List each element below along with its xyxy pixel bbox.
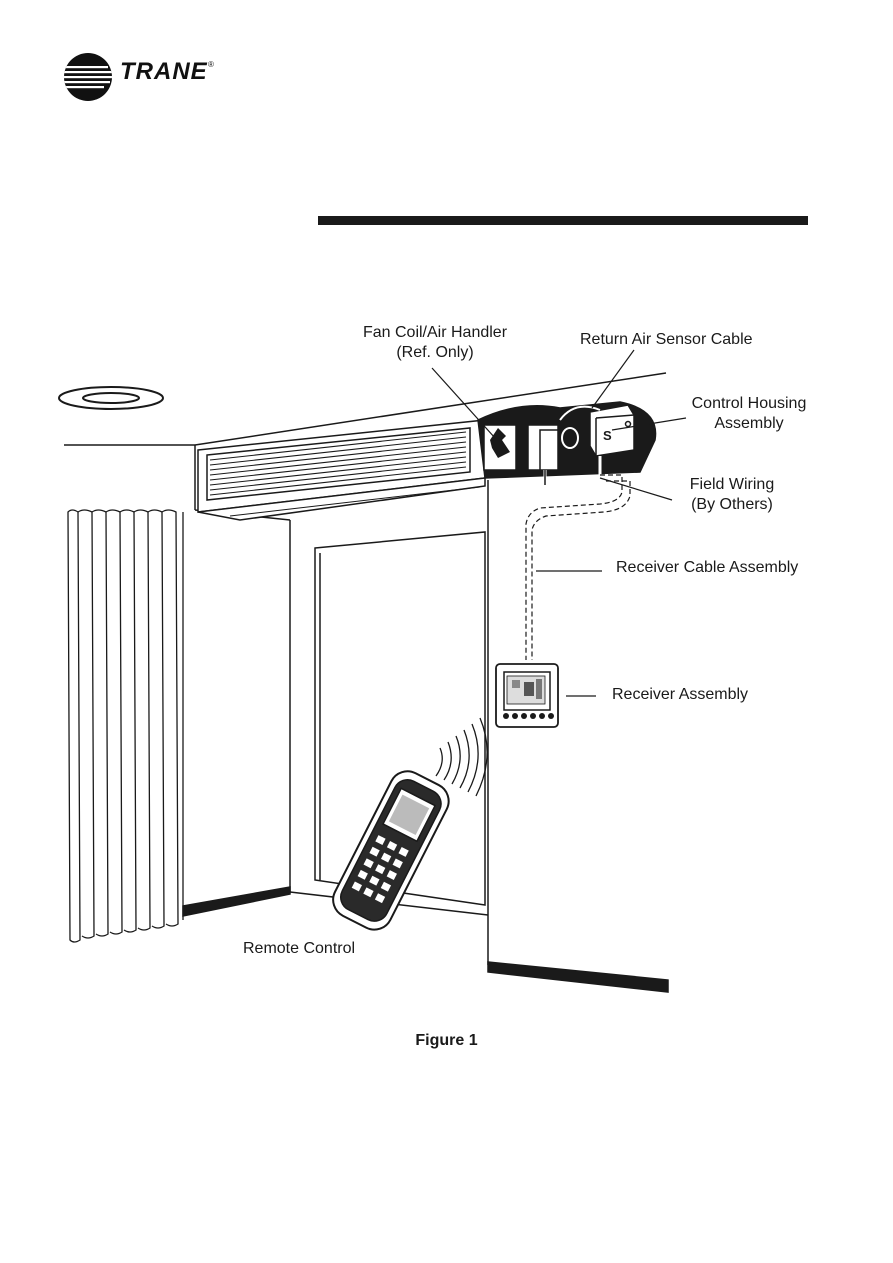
- label-field-wiring-line1: Field Wiring: [689, 476, 775, 493]
- label-fan-coil: Fan Coil/Air Handler (Ref. Only): [345, 323, 525, 363]
- sensor-letter: S: [603, 428, 612, 443]
- label-remote-control: Remote Control: [243, 940, 356, 957]
- fan-coil-unit: [197, 419, 486, 521]
- label-control-housing-line2: Assembly: [714, 415, 784, 432]
- registered-mark: ®: [208, 60, 214, 69]
- header-rule: [318, 216, 808, 225]
- label-fan-coil-line1: Fan Coil/Air Handler: [362, 324, 508, 341]
- receiver-cable: [525, 474, 631, 660]
- label-field-wiring-line2: (By Others): [691, 496, 773, 513]
- label-control-housing: Control Housing Assembly: [684, 394, 814, 434]
- brand-name: TRANE: [120, 58, 208, 85]
- control-housing: [589, 404, 635, 457]
- figure-caption: Figure 1: [415, 1032, 478, 1049]
- signal-waves-icon: [435, 717, 488, 797]
- label-return-air-sensor-cable: Return Air Sensor Cable: [580, 331, 753, 348]
- remote-control: [332, 770, 450, 931]
- trane-logo: TRANE ®: [62, 52, 222, 102]
- label-fan-coil-line2: (Ref. Only): [396, 344, 474, 361]
- label-receiver-cable-assembly: Receiver Cable Assembly: [616, 559, 799, 576]
- receiver-assembly: [495, 663, 559, 728]
- label-control-housing-line1: Control Housing: [691, 395, 807, 412]
- label-receiver-assembly: Receiver Assembly: [612, 686, 749, 703]
- curtains: [67, 509, 184, 943]
- ceiling-light-icon: [58, 386, 164, 410]
- label-field-wiring: Field Wiring (By Others): [672, 475, 792, 515]
- trane-circle-logo-icon: [64, 53, 112, 101]
